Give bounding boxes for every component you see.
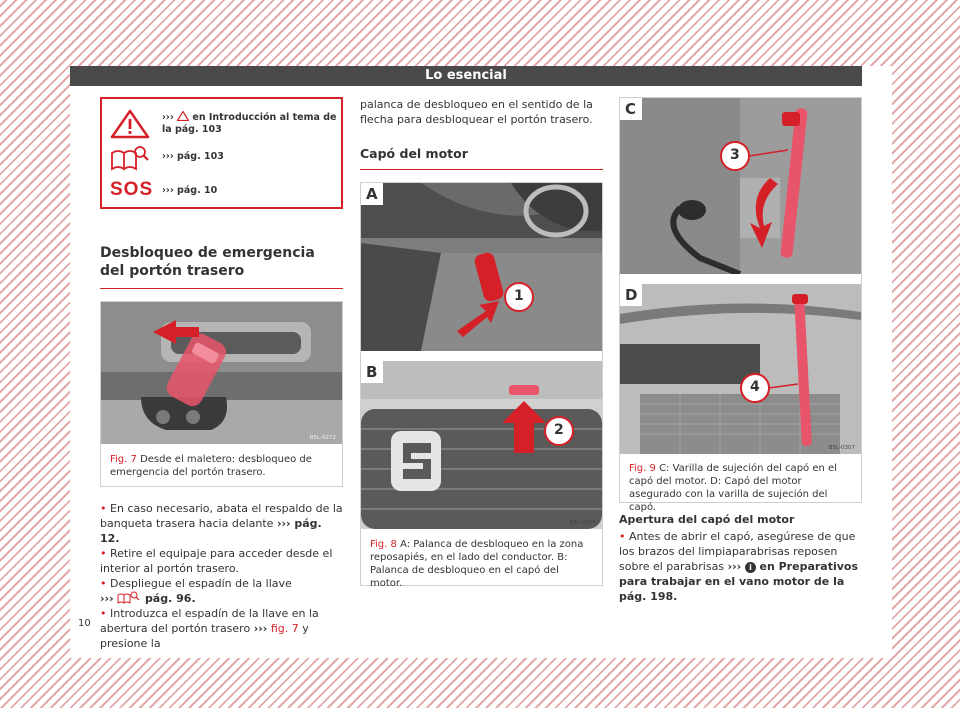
continuation-text: palanca de desbloqueo en el sentido de l… [360,98,593,126]
subtitle-opening-hood: Apertura del capó del motor [619,513,795,526]
key-magnifier-icon [117,591,140,604]
page-number: 10 [78,618,91,629]
column-middle: palanca de desbloqueo en el sentido de l… [360,97,603,589]
warning-row: ››› en Introducción al tema de la pág. 1… [110,109,340,139]
figure-7-photo: B5L-0272 [101,302,342,444]
tailgate-illustration [101,302,342,444]
figure-9-caption: Fig. 9 C: Varilla de sujeción del capó e… [629,463,837,513]
figure-9-label-d: D [625,286,638,304]
sos-row: SOS ››› pág. 10 [110,177,340,207]
figure-9d-photo: D 4 B5L-0307 [620,284,861,454]
tailgate-steps: • En caso necesario, abata el respaldo d… [100,501,343,651]
hood-secured-illustration [620,284,861,454]
figure-9c-photo: C 3 [620,98,861,274]
warning-row-text[interactable]: ››› en Introducción al tema de la pág. 1… [162,110,337,135]
column-left: ››› en Introducción al tema de la pág. 1… [100,97,343,651]
tip-row-text[interactable]: ››› pág. 103 [162,151,224,162]
figure-8b-photo: B 2 B5L-0306 [361,361,602,529]
warning-reference-box: ››› en Introducción al tema de la pág. 1… [100,97,343,209]
figure-7-link[interactable]: fig. 7 [270,622,299,635]
step-4: • Introduzca el espadín de la llave en l… [100,607,319,650]
step-2: • Retire el equipaje para acceder desde … [100,547,333,575]
tip-row: ››› pág. 103 [110,143,340,173]
subtitle-hood: Capó del motor [360,146,468,161]
subtitle-divider [360,169,603,170]
step-1-ref[interactable]: ››› pág. 12 [100,517,322,545]
step-3: • Despliegue el espadín de la llave ››› … [100,577,292,605]
preparation-ref-link[interactable]: en Preparativos para trabajar en el vano… [619,560,859,603]
callout-4: 4 [750,379,760,395]
column-right: C 3 D 4 B [619,97,862,604]
tip-book-magnifier-icon [111,146,149,171]
hood-release-illustration [361,361,602,529]
figure-7: B5L-0272 Fig. 7 Desde el maletero: desbl… [100,301,343,487]
section-title-tailgate: Desbloqueo de emergencia del portón tras… [100,245,315,279]
step-1: • En caso necesario, abata el respaldo d… [100,502,343,545]
figure-8-label-b: B [366,363,378,381]
warning-triangle-icon [110,109,150,139]
sos-row-text[interactable]: ››› pág. 10 [162,185,218,196]
figure-8-code: B5L-0306 [569,520,596,526]
callout-3: 3 [730,147,740,163]
figure-8-label-a: A [366,185,378,203]
small-warning-icon [176,110,190,122]
figure-8: A 1 B [360,182,603,589]
callout-2: 2 [554,422,564,438]
callout-1: 1 [514,288,524,304]
figure-7-caption: Fig. 7 Desde el maletero: desbloqueo de … [110,454,312,478]
figure-9-code: B5L-0307 [828,445,855,451]
figure-8a-photo: A 1 [361,183,602,351]
chapter-header: Lo esencial [70,66,862,86]
figure-9: C 3 D 4 B [619,97,862,513]
section-divider [100,288,343,289]
sos-icon: SOS [110,179,154,200]
info-icon: i [745,562,756,573]
figure-9-label-c: C [625,100,637,118]
figure-8-caption: Fig. 8 A: Palanca de desbloqueo en la zo… [370,539,584,589]
figure-7-code: B5L-0272 [309,435,336,441]
hood-prop-rod-illustration [620,98,861,274]
opening-hood-step: • Antes de abrir el capó, asegúrese de q… [619,530,859,603]
step-3-ref[interactable]: pág. 96 [144,592,192,605]
driver-footwell-illustration [361,183,602,351]
